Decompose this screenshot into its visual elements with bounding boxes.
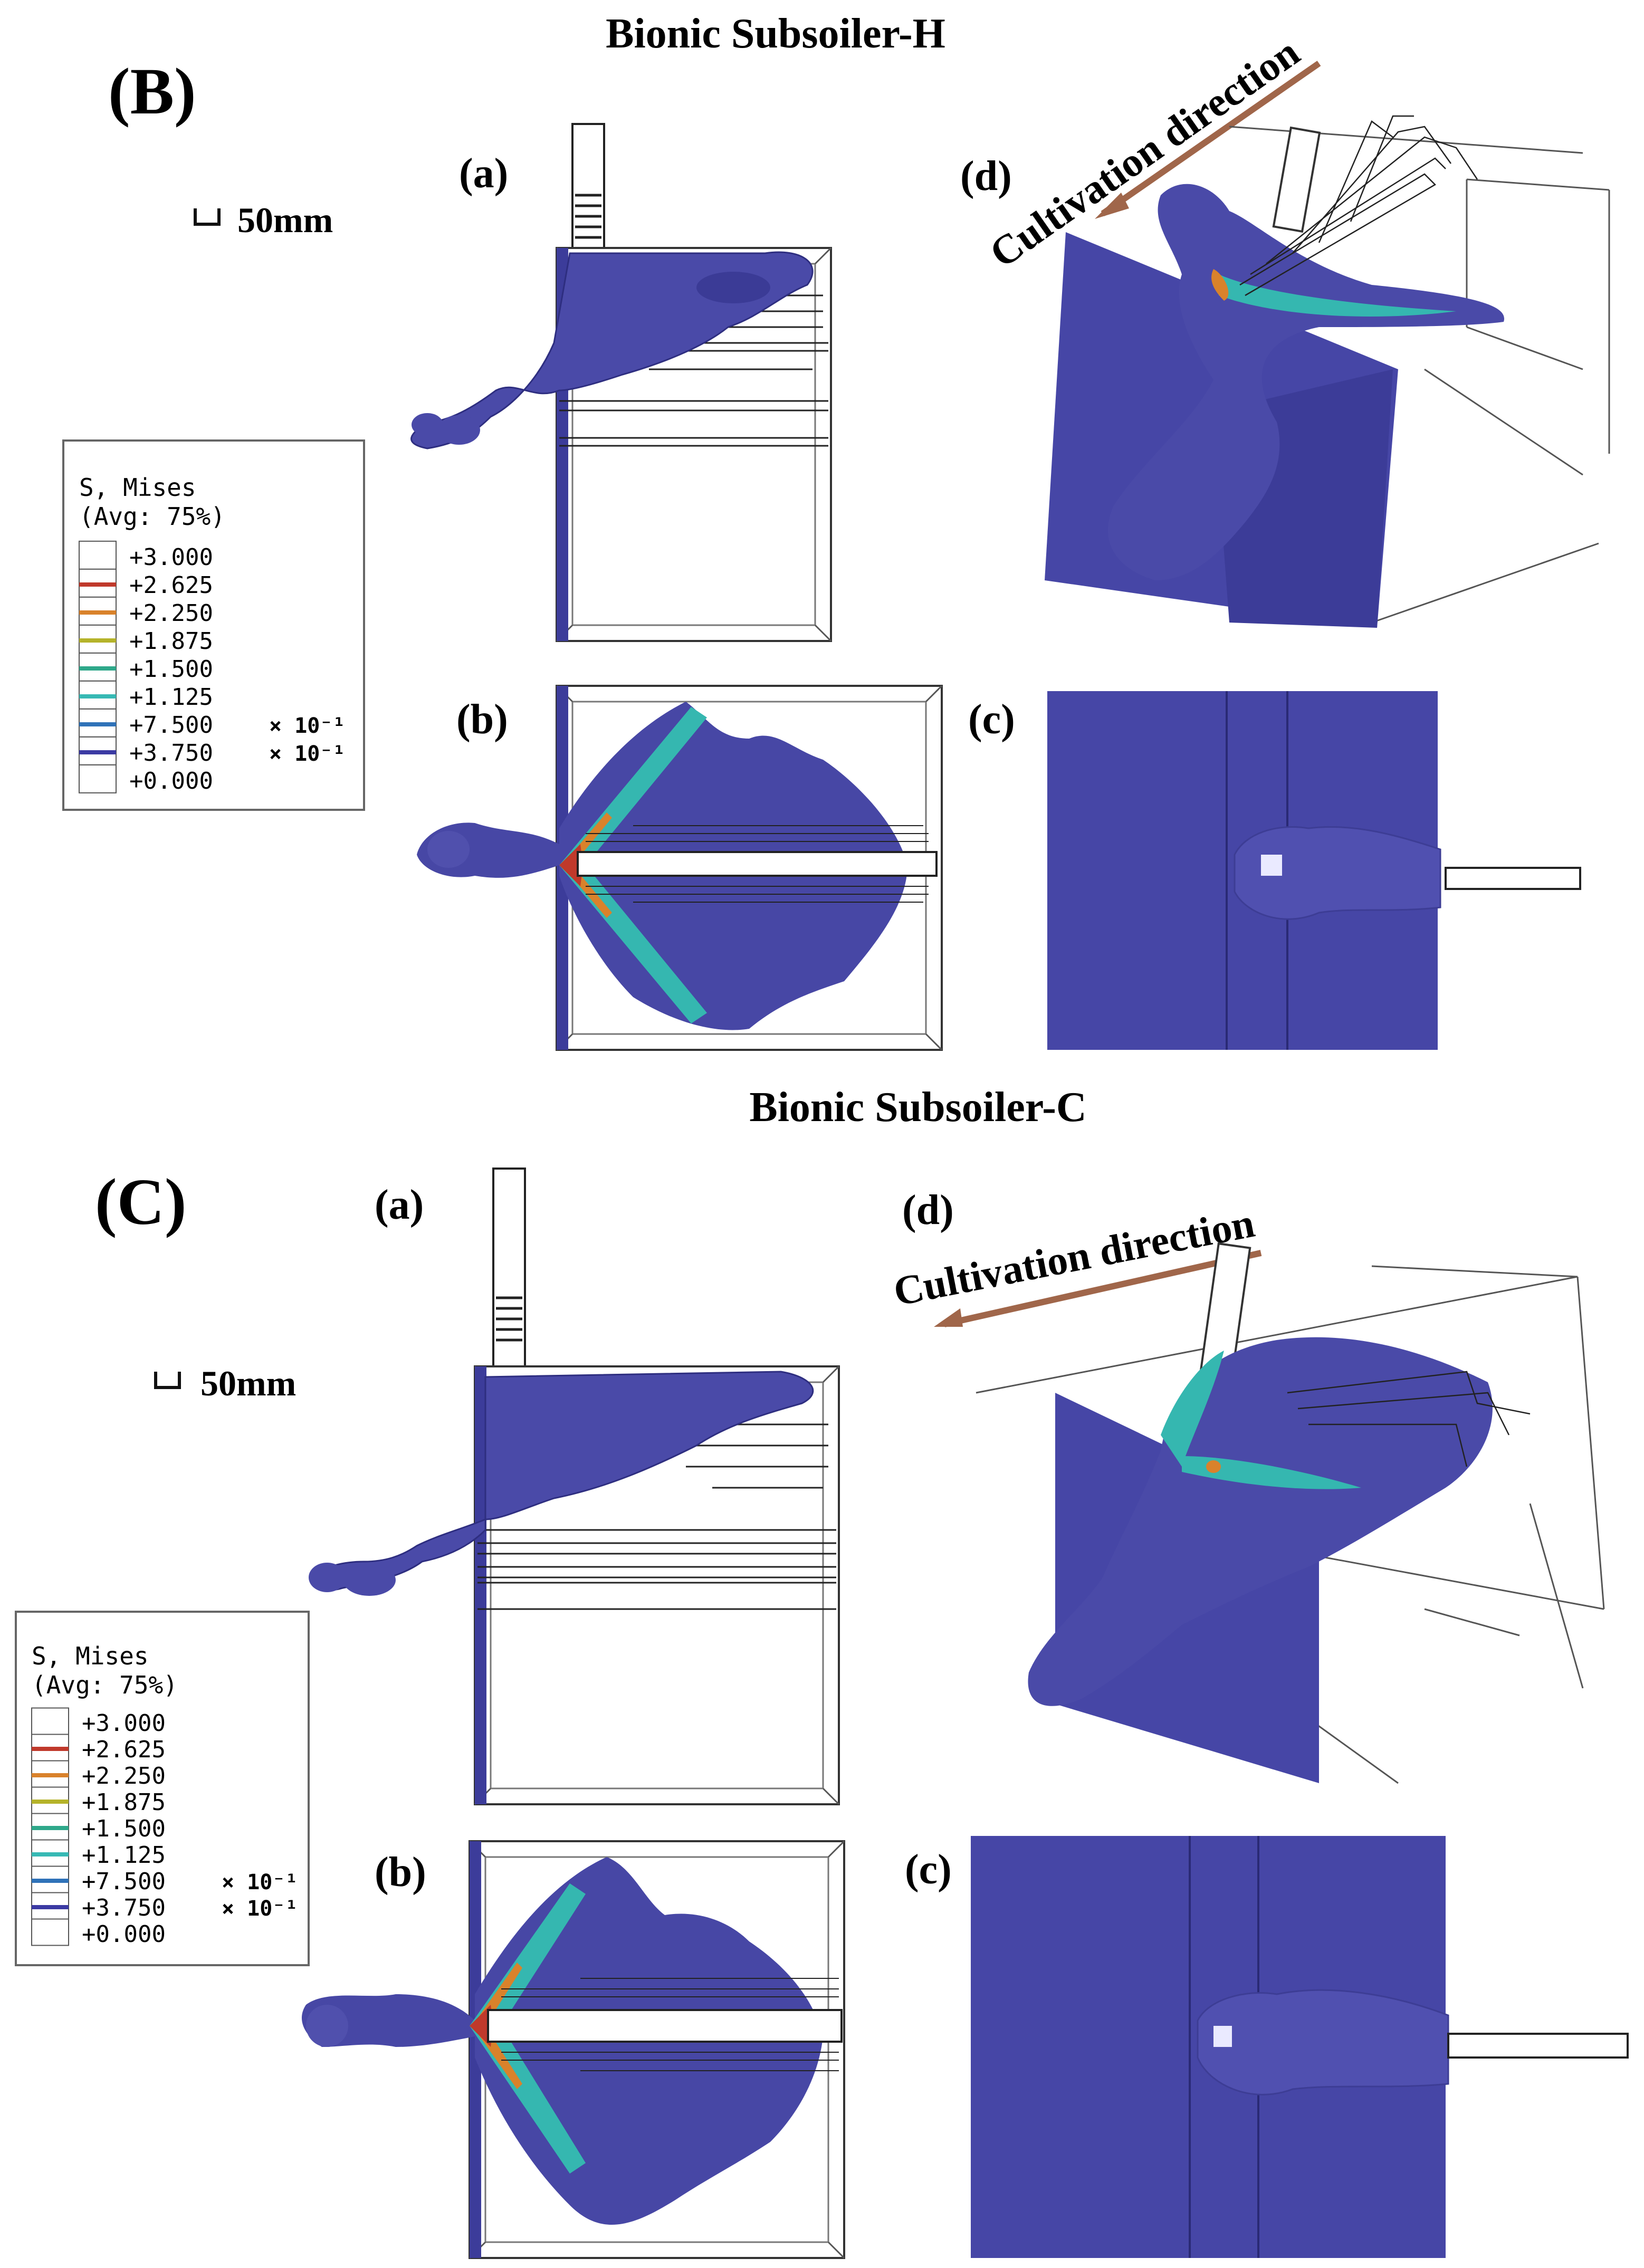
legend-b-entry-color-band bbox=[79, 638, 116, 643]
panel-b-b: (b) bbox=[417, 685, 943, 1051]
legend-c-entry-value: +2.250 bbox=[82, 1763, 166, 1789]
panel-b-c: (c) bbox=[968, 691, 1581, 1050]
section-c: Bionic Subsoiler-C (C) 50mm (a) bbox=[95, 1084, 1629, 2259]
legend-c: S, Mises (Avg: 75%) +3.000+2.625+2.250+1… bbox=[15, 1611, 310, 1966]
legend-b-entry-color-band bbox=[79, 582, 116, 587]
panel-c-d-label: (d) bbox=[902, 1187, 954, 1233]
legend-b-entry-value: +0.000 bbox=[129, 768, 213, 795]
panel-c-d: (d) Cultivation direction bbox=[890, 1187, 1605, 1784]
legend-c-subtitle: (Avg: 75%) bbox=[32, 1671, 178, 1699]
legend-b-entry-value: +2.625 bbox=[129, 572, 213, 599]
legend-c-entry-value: +3.750 bbox=[82, 1894, 166, 1921]
panel-c-c-label: (c) bbox=[905, 1846, 952, 1893]
legend-b-entry-value: +1.125 bbox=[129, 684, 213, 711]
panel-b-a: (a) bbox=[410, 123, 832, 642]
legend-c-entry-color-band bbox=[32, 1773, 69, 1777]
scale-label-b: 50mm bbox=[237, 200, 333, 240]
panel-c-a-label: (a) bbox=[375, 1182, 424, 1228]
legend-b-entry-value: +1.875 bbox=[129, 628, 213, 655]
soil-deformation-b-d bbox=[1107, 184, 1505, 581]
legend-c-entry-value: +1.875 bbox=[82, 1789, 166, 1816]
legend-b-entry-value: +3.000 bbox=[129, 544, 213, 571]
legend-b-entry-color-band bbox=[79, 610, 116, 615]
panel-c-b: (b) bbox=[301, 1840, 845, 2259]
section-b-tag: (B) bbox=[108, 55, 196, 128]
legend-c-entry-value: +0.000 bbox=[82, 1921, 166, 1948]
panel-c-c: (c) bbox=[905, 1836, 1629, 2258]
legend-b-entry-value: +1.500 bbox=[129, 656, 213, 683]
section-c-title: Bionic Subsoiler-C bbox=[749, 1084, 1086, 1131]
legend-c-entry-value: +3.000 bbox=[82, 1710, 166, 1737]
scale-bar-b: 50mm bbox=[194, 200, 333, 240]
legend-b-entry-color-band bbox=[79, 750, 116, 754]
section-b: Bionic Subsoiler-H (B) 50mm (a) bbox=[108, 11, 1610, 1051]
legend-b-entry-color-band bbox=[79, 666, 116, 671]
legend-c-entry-exponent: × 10⁻¹ bbox=[222, 1870, 298, 1894]
legend-c-entry-value: +7.500 bbox=[82, 1868, 166, 1895]
panel-b-c-label: (c) bbox=[968, 696, 1015, 743]
legend-c-entry-color-band bbox=[32, 1852, 69, 1856]
legend-c-entry-color-band bbox=[32, 1826, 69, 1830]
legend-b-entry-color-band bbox=[79, 722, 116, 726]
section-b-title: Bionic Subsoiler-H bbox=[606, 11, 945, 57]
legend-b-entry-value: +2.250 bbox=[129, 600, 213, 627]
legend-c-entry-swatch bbox=[31, 1707, 69, 1735]
legend-c-entry-color-band bbox=[32, 1879, 69, 1883]
panel-b-b-label: (b) bbox=[456, 696, 508, 743]
panel-b-a-label: (a) bbox=[459, 150, 508, 197]
legend-c-entry-swatch bbox=[31, 1918, 69, 1946]
legend-b-entry-value: +7.500 bbox=[129, 712, 213, 739]
legend-c-entry-exponent: × 10⁻¹ bbox=[222, 1897, 298, 1921]
legend-c-title: S, Mises bbox=[32, 1642, 149, 1670]
legend-b-entry-swatch bbox=[79, 764, 117, 793]
panel-b-d: (d) Cultivation direction bbox=[960, 29, 1610, 628]
legend-b-entry-exponent: × 10⁻¹ bbox=[269, 742, 346, 766]
section-c-tag: (C) bbox=[95, 1166, 187, 1239]
legend-b-entry-color-band bbox=[79, 694, 116, 698]
legend-b-entry-exponent: × 10⁻¹ bbox=[269, 714, 346, 738]
scale-bar-c: 50mm bbox=[154, 1363, 296, 1403]
panel-c-a: (a) bbox=[309, 1168, 840, 1805]
panel-b-d-label: (d) bbox=[960, 153, 1012, 199]
legend-c-entry-color-band bbox=[32, 1905, 69, 1909]
legend-c-entry-color-band bbox=[32, 1800, 69, 1804]
legend-b: S, Mises (Avg: 75%) +3.000+2.625+2.250+1… bbox=[62, 439, 365, 811]
legend-c-entry-value: +1.125 bbox=[82, 1842, 166, 1869]
legend-b-title: S, Mises bbox=[79, 473, 196, 502]
legend-b-subtitle: (Avg: 75%) bbox=[79, 502, 225, 531]
scale-label-c: 50mm bbox=[200, 1363, 296, 1403]
legend-b-entry-value: +3.750 bbox=[129, 740, 213, 767]
legend-c-entry-value: +2.625 bbox=[82, 1736, 166, 1763]
legend-c-entry-color-band bbox=[32, 1747, 69, 1751]
legend-b-entry-swatch bbox=[79, 540, 117, 570]
panel-c-b-label: (b) bbox=[375, 1849, 426, 1896]
legend-c-entry-value: +1.500 bbox=[82, 1815, 166, 1842]
soil-deformation-c-d bbox=[1028, 1337, 1493, 1706]
